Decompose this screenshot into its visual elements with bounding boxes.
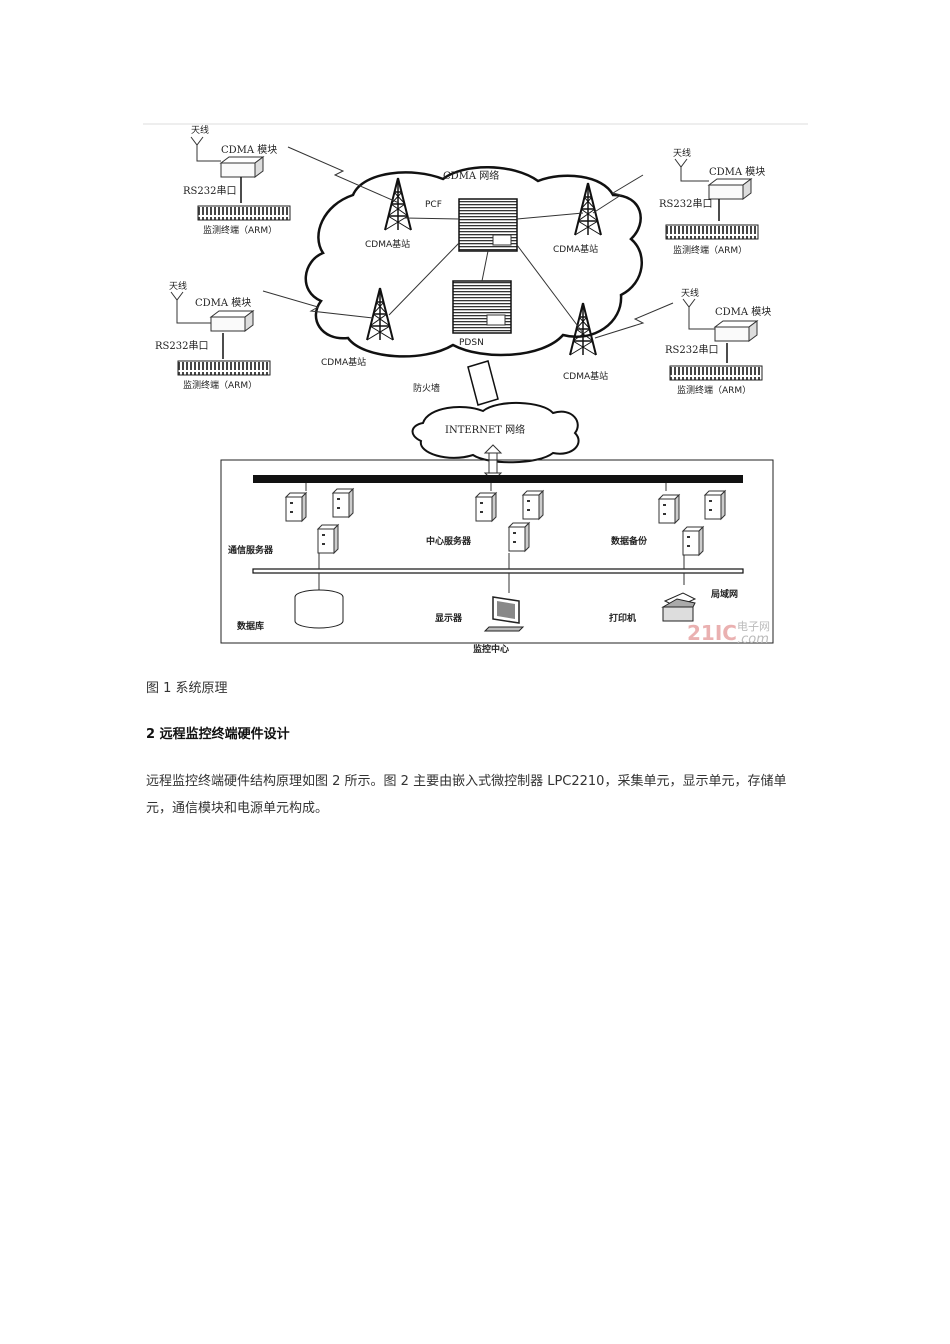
server-icon — [522, 490, 544, 520]
cdma-module-label: CDMA 模块 — [709, 166, 765, 178]
server-icon — [332, 488, 354, 518]
antenna-label: 天线 — [191, 124, 209, 136]
comm-server-label: 通信服务器 — [228, 544, 274, 556]
printer-icon — [661, 592, 697, 622]
antenna-label: 天线 — [673, 147, 691, 159]
base-station-label: CDMA基站 — [365, 238, 410, 250]
database-icon — [294, 589, 344, 629]
cdma-module-label: CDMA 模块 — [715, 306, 771, 318]
cdma-module-label: CDMA 模块 — [195, 297, 251, 309]
base-station-label: CDMA基站 — [553, 243, 598, 255]
terminal-label: 监测终端（ARM） — [677, 384, 751, 396]
pdsn-label: PDSN — [459, 338, 484, 348]
body-paragraph: 远程监控终端硬件结构原理如图 2 所示。图 2 主要由嵌入式微控制器 LPC22… — [146, 774, 787, 816]
server-icon — [475, 492, 497, 522]
rs232-label: RS232串口 — [155, 340, 208, 352]
monitoring-terminal-icon — [669, 365, 763, 381]
terminal-label: 监测终端（ARM） — [203, 224, 277, 236]
backbone-bus — [253, 475, 743, 483]
monitor-icon — [483, 596, 525, 632]
printer-label: 打印机 — [609, 612, 636, 624]
antenna-label: 天线 — [681, 287, 699, 299]
center-server-label: 中心服务器 — [426, 535, 472, 547]
firewall-icon — [467, 360, 499, 406]
monitoring-terminal-icon — [197, 205, 291, 221]
server-icon — [508, 522, 530, 552]
pcf-label: PCF — [425, 200, 442, 210]
server-icon — [704, 490, 726, 520]
lan-bus — [252, 568, 744, 574]
rs232-label: RS232串口 — [665, 344, 718, 356]
cdma-module-icon — [220, 156, 264, 178]
server-icon — [317, 524, 339, 554]
monitoring-terminal-icon — [177, 360, 271, 376]
base-station-label: CDMA基站 — [321, 356, 366, 368]
system-principle-figure: CDMA 网络 CDMA基站 CDMA基站 CDMA基站 CDMA基站 PCF … — [143, 123, 808, 656]
antenna-label: 天线 — [169, 280, 187, 292]
cdma-module-icon — [708, 178, 752, 200]
database-label: 数据库 — [237, 620, 264, 632]
terminal-label: 监测终端（ARM） — [673, 244, 747, 256]
monitor-label: 显示器 — [435, 613, 463, 624]
cdma-module-label: CDMA 模块 — [221, 144, 277, 156]
firewall-label: 防火墙 — [413, 382, 440, 394]
figure-caption: 图 1 系统原理 — [146, 681, 228, 696]
data-backup-label: 数据备份 — [611, 535, 648, 547]
watermark-text: 电子网 — [737, 620, 770, 633]
watermark-logo: 21IC — [687, 621, 737, 645]
cdma-module-icon — [714, 320, 758, 342]
rs232-label: RS232串口 — [659, 198, 712, 210]
watermark-domain: .com — [737, 632, 769, 647]
section-title: 2 远程监控终端硬件设计 — [146, 727, 290, 742]
internet-cloud — [411, 401, 580, 464]
monitoring-terminal-icon — [665, 224, 759, 240]
terminal-label: 监测终端（ARM） — [183, 379, 257, 391]
server-icon — [658, 494, 680, 524]
internet-label: INTERNET 网络 — [445, 423, 525, 436]
base-station-label: CDMA基站 — [563, 370, 608, 382]
monitoring-center-label: 监控中心 — [473, 643, 509, 655]
server-icon — [682, 526, 704, 556]
monitoring-center-frame — [220, 459, 774, 644]
cloud-title: CDMA 网络 — [443, 169, 499, 182]
lan-label: 局域网 — [711, 588, 738, 600]
server-icon — [285, 492, 307, 522]
rs232-label: RS232串口 — [183, 185, 236, 197]
cdma-module-icon — [210, 310, 254, 332]
